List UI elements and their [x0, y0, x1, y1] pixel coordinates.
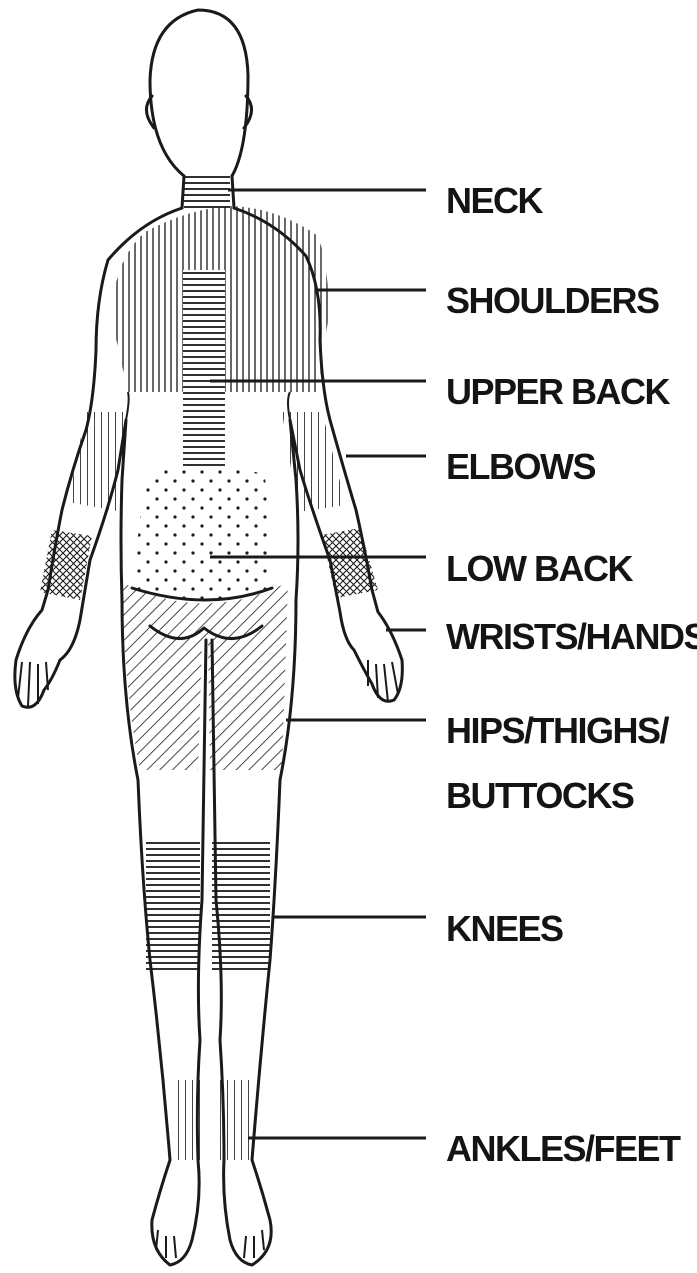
low-back-region — [132, 465, 272, 600]
label-neck: NECK — [446, 180, 544, 221]
label-wrists-hands: WRISTS/HANDS — [446, 616, 697, 657]
label-knees: KNEES — [446, 908, 563, 949]
label-elbows: ELBOWS — [446, 446, 595, 487]
label-hips-thighs: HIPS/THIGHS/ — [446, 710, 670, 751]
label-buttocks: BUTTOCKS — [446, 775, 634, 816]
label-upper-back: UPPER BACK — [446, 371, 671, 412]
label-low-back: LOW BACK — [446, 548, 633, 589]
knees-region-left — [146, 838, 200, 970]
label-ankles-feet: ANKLES/FEET — [446, 1128, 681, 1169]
label-shoulders: SHOULDERS — [446, 280, 659, 321]
neck-region — [184, 172, 230, 212]
head-outline — [150, 10, 248, 176]
